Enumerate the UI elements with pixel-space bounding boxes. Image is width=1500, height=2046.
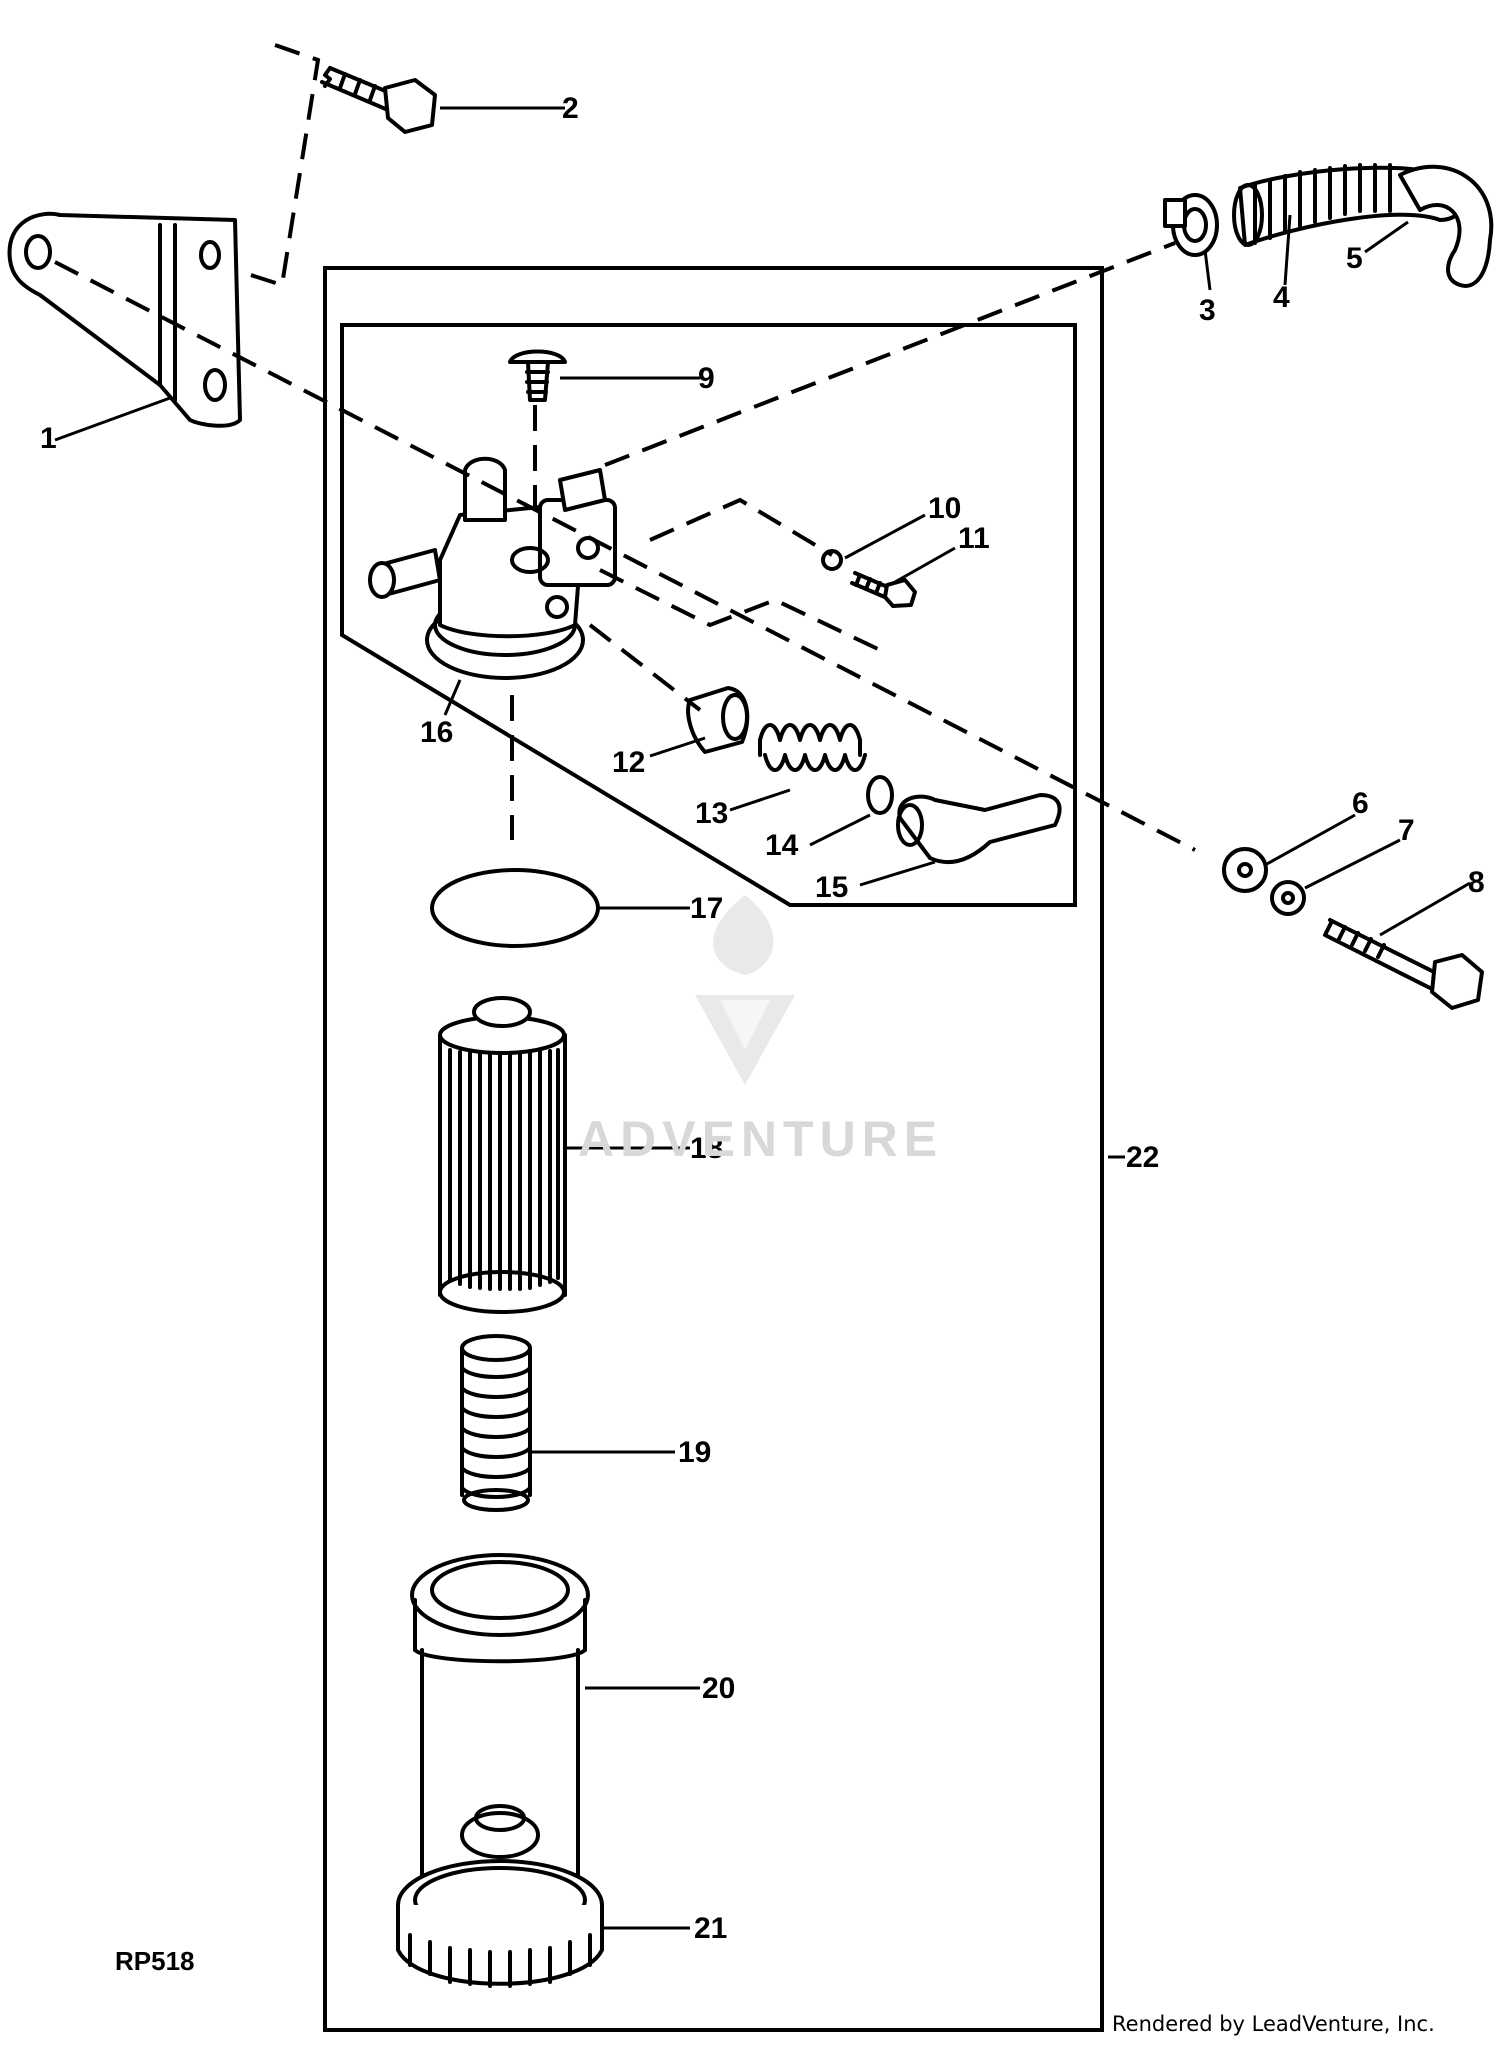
filter-element-part	[438, 996, 567, 1314]
gasket-part	[430, 868, 600, 948]
screw-part	[508, 349, 567, 402]
render-credit: Rendered by LeadVenture, Inc.	[1112, 2012, 1435, 2036]
callout-18: 18	[690, 1132, 723, 1165]
bolt-part	[1323, 918, 1484, 1010]
assembly-line-hose	[604, 241, 1176, 467]
hose-clamp-part	[1163, 193, 1219, 257]
assembly-line-bracket	[54, 260, 1196, 852]
assembly-line-detent	[588, 623, 702, 712]
callout-5: 5	[1346, 242, 1363, 275]
cap-screw-part	[320, 66, 437, 134]
small-screw-part	[850, 571, 917, 608]
sediment-bowl-part	[410, 1553, 590, 1882]
washer-part	[821, 549, 843, 571]
callout-17: 17	[690, 892, 723, 925]
callout-21: 21	[694, 1912, 727, 1945]
assembly-line-fasteners	[649, 497, 834, 557]
callout-20: 20	[702, 1672, 735, 1705]
callout-7: 7	[1398, 814, 1415, 847]
callout-10: 10	[928, 492, 961, 525]
callout-3: 3	[1199, 294, 1216, 327]
valve-subassembly-outline	[340, 323, 1077, 907]
callout-19: 19	[678, 1436, 711, 1469]
assembly-line-lever	[599, 568, 881, 652]
washer-7-part	[1270, 880, 1306, 916]
retaining-ring-part	[396, 1859, 604, 1988]
callout-22: 22	[1126, 1141, 1159, 1174]
leader-lines	[54, 106, 1471, 1930]
callout-14: 14	[765, 829, 799, 862]
filter-spring-part	[460, 1334, 532, 1512]
watermark-logo	[695, 895, 795, 1085]
detent-part	[686, 686, 750, 754]
assembly-line-screw	[234, 43, 321, 288]
watermark-text: ADVENTURE	[578, 1111, 944, 1167]
callout-1: 1	[40, 422, 57, 455]
callout-4: 4	[1273, 281, 1290, 314]
drawing-id: RP518	[115, 1946, 195, 1976]
bracket-part	[7, 211, 242, 428]
o-ring-part	[866, 775, 894, 815]
valve-spring-part	[758, 723, 867, 772]
callout-11: 11	[958, 522, 990, 555]
callout-13: 13	[695, 797, 728, 830]
callout-2: 2	[562, 92, 579, 125]
valve-lever-part	[896, 793, 1062, 865]
callout-9: 9	[698, 362, 715, 395]
callout-8: 8	[1468, 866, 1485, 899]
callout-6: 6	[1352, 787, 1369, 820]
assembly-outline	[323, 266, 1104, 2032]
callout-16: 16	[420, 716, 453, 749]
callout-12: 12	[612, 746, 645, 779]
callout-15: 15	[815, 871, 848, 904]
valve-body-part	[368, 456, 617, 680]
fuel-hose-part	[1398, 164, 1494, 288]
washer-6-part	[1222, 847, 1268, 893]
